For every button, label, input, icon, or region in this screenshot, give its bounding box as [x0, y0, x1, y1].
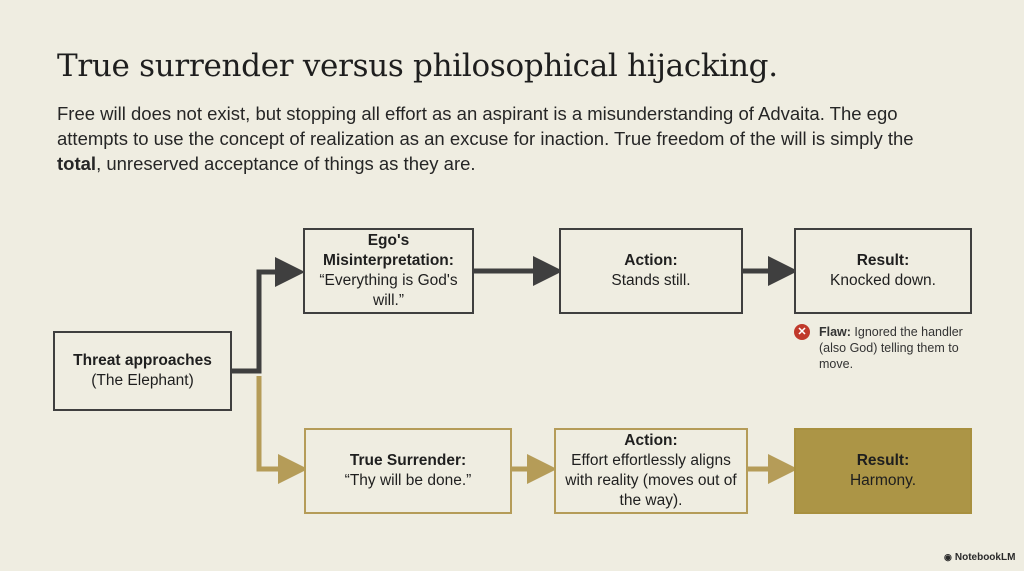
brand-label: NotebookLM — [954, 552, 1016, 563]
bottom-result-heading: Result: — [856, 452, 910, 469]
top-action-heading: Action: — [624, 252, 678, 269]
start-heading: Threat approaches — [73, 352, 212, 369]
bottom-result-sub: Harmony. — [849, 472, 917, 489]
top-action-sub: Stands still. — [611, 272, 691, 289]
start-node-threat: Threat approaches (The Elephant) — [53, 331, 232, 411]
top-result-sub: Knocked down. — [830, 272, 936, 289]
bottom-result-node: Result: Harmony. — [794, 428, 972, 514]
surrender-heading: True Surrender: — [349, 452, 467, 469]
top-result-heading: Result: — [856, 252, 910, 269]
connector-start-to-surrender — [256, 376, 308, 484]
notebooklm-logo-icon: ◉ — [944, 552, 952, 562]
surrender-sub: “Thy will be done.” — [344, 472, 472, 489]
x-circle-icon: ✕ — [794, 324, 810, 340]
top-result-node: Result: Knocked down. — [794, 228, 972, 314]
bottom-action-sub: Effort effortlessly aligns with reality … — [565, 452, 737, 509]
bottom-action-heading: Action: — [624, 432, 678, 449]
intro-paragraph: Free will does not exist, but stopping a… — [57, 101, 937, 176]
misinterpretation-heading: Ego's Misinterpretation: — [323, 232, 454, 269]
start-sub: (The Elephant) — [91, 372, 194, 389]
page-title: True surrender versus philosophical hija… — [57, 48, 778, 84]
flaw-label: Flaw: — [819, 325, 851, 339]
misinterpretation-sub: “Everything is God's will.” — [319, 272, 458, 309]
top-action-node: Action: Stands still. — [559, 228, 743, 314]
flaw-note: Flaw: Ignored the handler (also God) tel… — [819, 324, 989, 372]
ego-misinterpretation-node: Ego's Misinterpretation: “Everything is … — [303, 228, 474, 314]
intro-text-b: , unreserved acceptance of things as the… — [96, 153, 476, 174]
flaw-text: Ignored the handler (also God) telling t… — [819, 325, 963, 371]
true-surrender-node: True Surrender: “Thy will be done.” — [304, 428, 512, 514]
intro-text-bold: total — [57, 153, 97, 174]
intro-text-a: Free will does not exist, but stopping a… — [57, 103, 914, 149]
connector-start-to-misinterpretation — [232, 257, 305, 374]
bottom-action-node: Action: Effort effortlessly aligns with … — [554, 428, 748, 514]
notebooklm-brand: ◉NotebookLM — [944, 552, 1015, 563]
